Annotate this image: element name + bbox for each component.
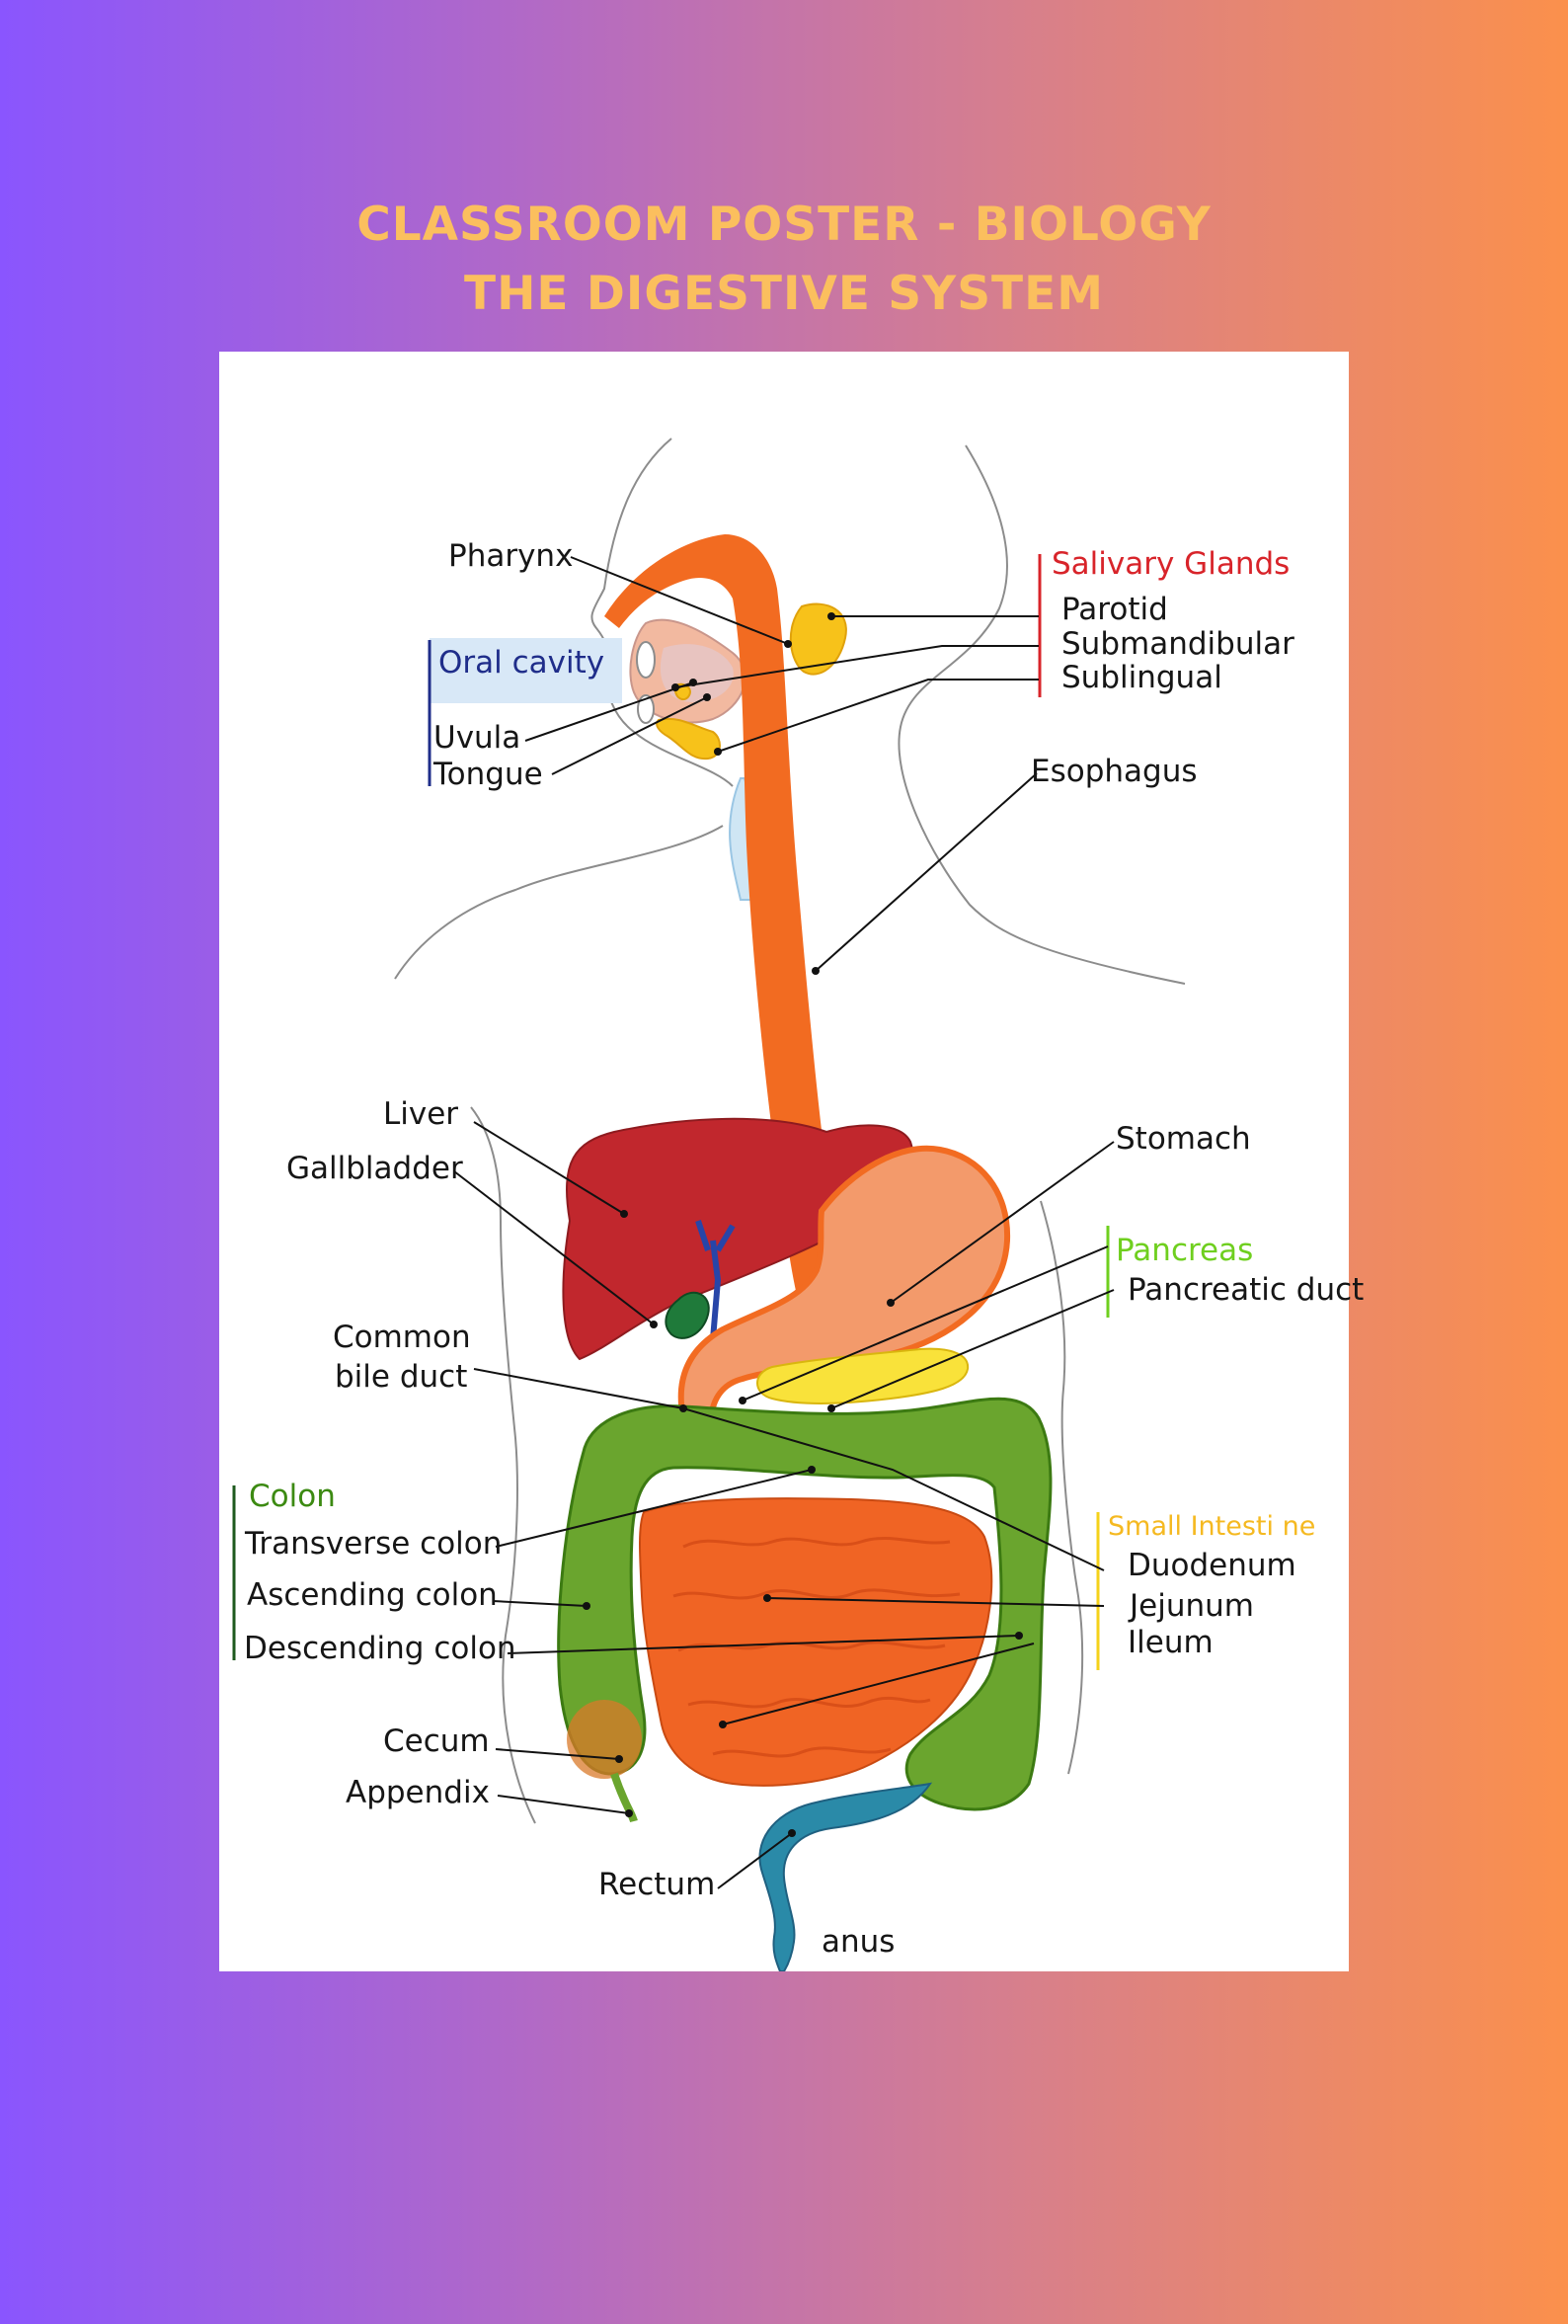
body-outline [394, 438, 1186, 1824]
parotid-label: Parotid [1061, 592, 1168, 627]
diagram-artwork [232, 438, 1186, 1971]
appendix-label: Appendix [346, 1775, 490, 1810]
poster-title-line-1: CLASSROOM POSTER - BIOLOGY [356, 198, 1212, 252]
rectum-label: Rectum [598, 1867, 716, 1902]
transverse-colon-label: Transverse colon [245, 1526, 503, 1562]
leader-lines [453, 556, 1115, 1889]
poster-title-line-2: THE DIGESTIVE SYSTEM [464, 267, 1104, 321]
rectum-shape [758, 1782, 933, 1971]
pancreas-shape [756, 1347, 970, 1404]
teeth-upper [636, 641, 656, 679]
oral-cavity-highlight [430, 638, 622, 703]
colon-heading: Colon [249, 1479, 336, 1514]
submandibular-gland [656, 717, 721, 761]
anus-label: anus [822, 1924, 896, 1960]
pancreas-heading: Pancreas [1116, 1233, 1254, 1268]
esophagus-label: Esophagus [1031, 754, 1198, 789]
submandibular-label: Submandibular [1061, 626, 1294, 662]
pharynx-label: Pharynx [448, 538, 574, 574]
jejunum-label: Jejunum [1130, 1588, 1254, 1624]
cecum-label: Cecum [383, 1723, 490, 1759]
ascending-colon-label: Ascending colon [247, 1577, 498, 1613]
sublingual-label: Sublingual [1061, 660, 1222, 695]
pancreatic-duct-label: Pancreatic duct [1128, 1272, 1365, 1308]
cecum-shape [567, 1700, 642, 1779]
parotid-gland [789, 602, 847, 676]
uvula-label: Uvula [433, 720, 521, 756]
tongue-label: Tongue [433, 757, 543, 792]
leader-dots [583, 612, 1023, 1837]
liver-label: Liver [383, 1096, 459, 1132]
ileum-label: Ileum [1128, 1625, 1214, 1660]
bile-duct-shape [695, 1220, 736, 1340]
stomach-label: Stomach [1116, 1121, 1251, 1157]
gallbladder-shape [665, 1291, 710, 1339]
descending-colon-label: Descending colon [244, 1631, 516, 1666]
teeth-lower [637, 694, 655, 724]
common-bile-duct-label-line1: Common [333, 1320, 471, 1355]
salivary-glands-heading: Salivary Glands [1052, 546, 1291, 582]
digestive-system-diagram: Salivary Glands Oral cavity Pancreas Col… [219, 352, 1364, 1971]
appendix-shape [610, 1772, 638, 1823]
duodenum-label: Duodenum [1128, 1548, 1296, 1583]
common-bile-duct-label-line2: bile duct [335, 1359, 468, 1395]
esophagus-shape [604, 534, 836, 1315]
small-intestine-heading: Small Intesti ne [1108, 1511, 1316, 1542]
gallbladder-label: Gallbladder [286, 1151, 463, 1186]
oral-cavity-heading: Oral cavity [438, 645, 605, 681]
